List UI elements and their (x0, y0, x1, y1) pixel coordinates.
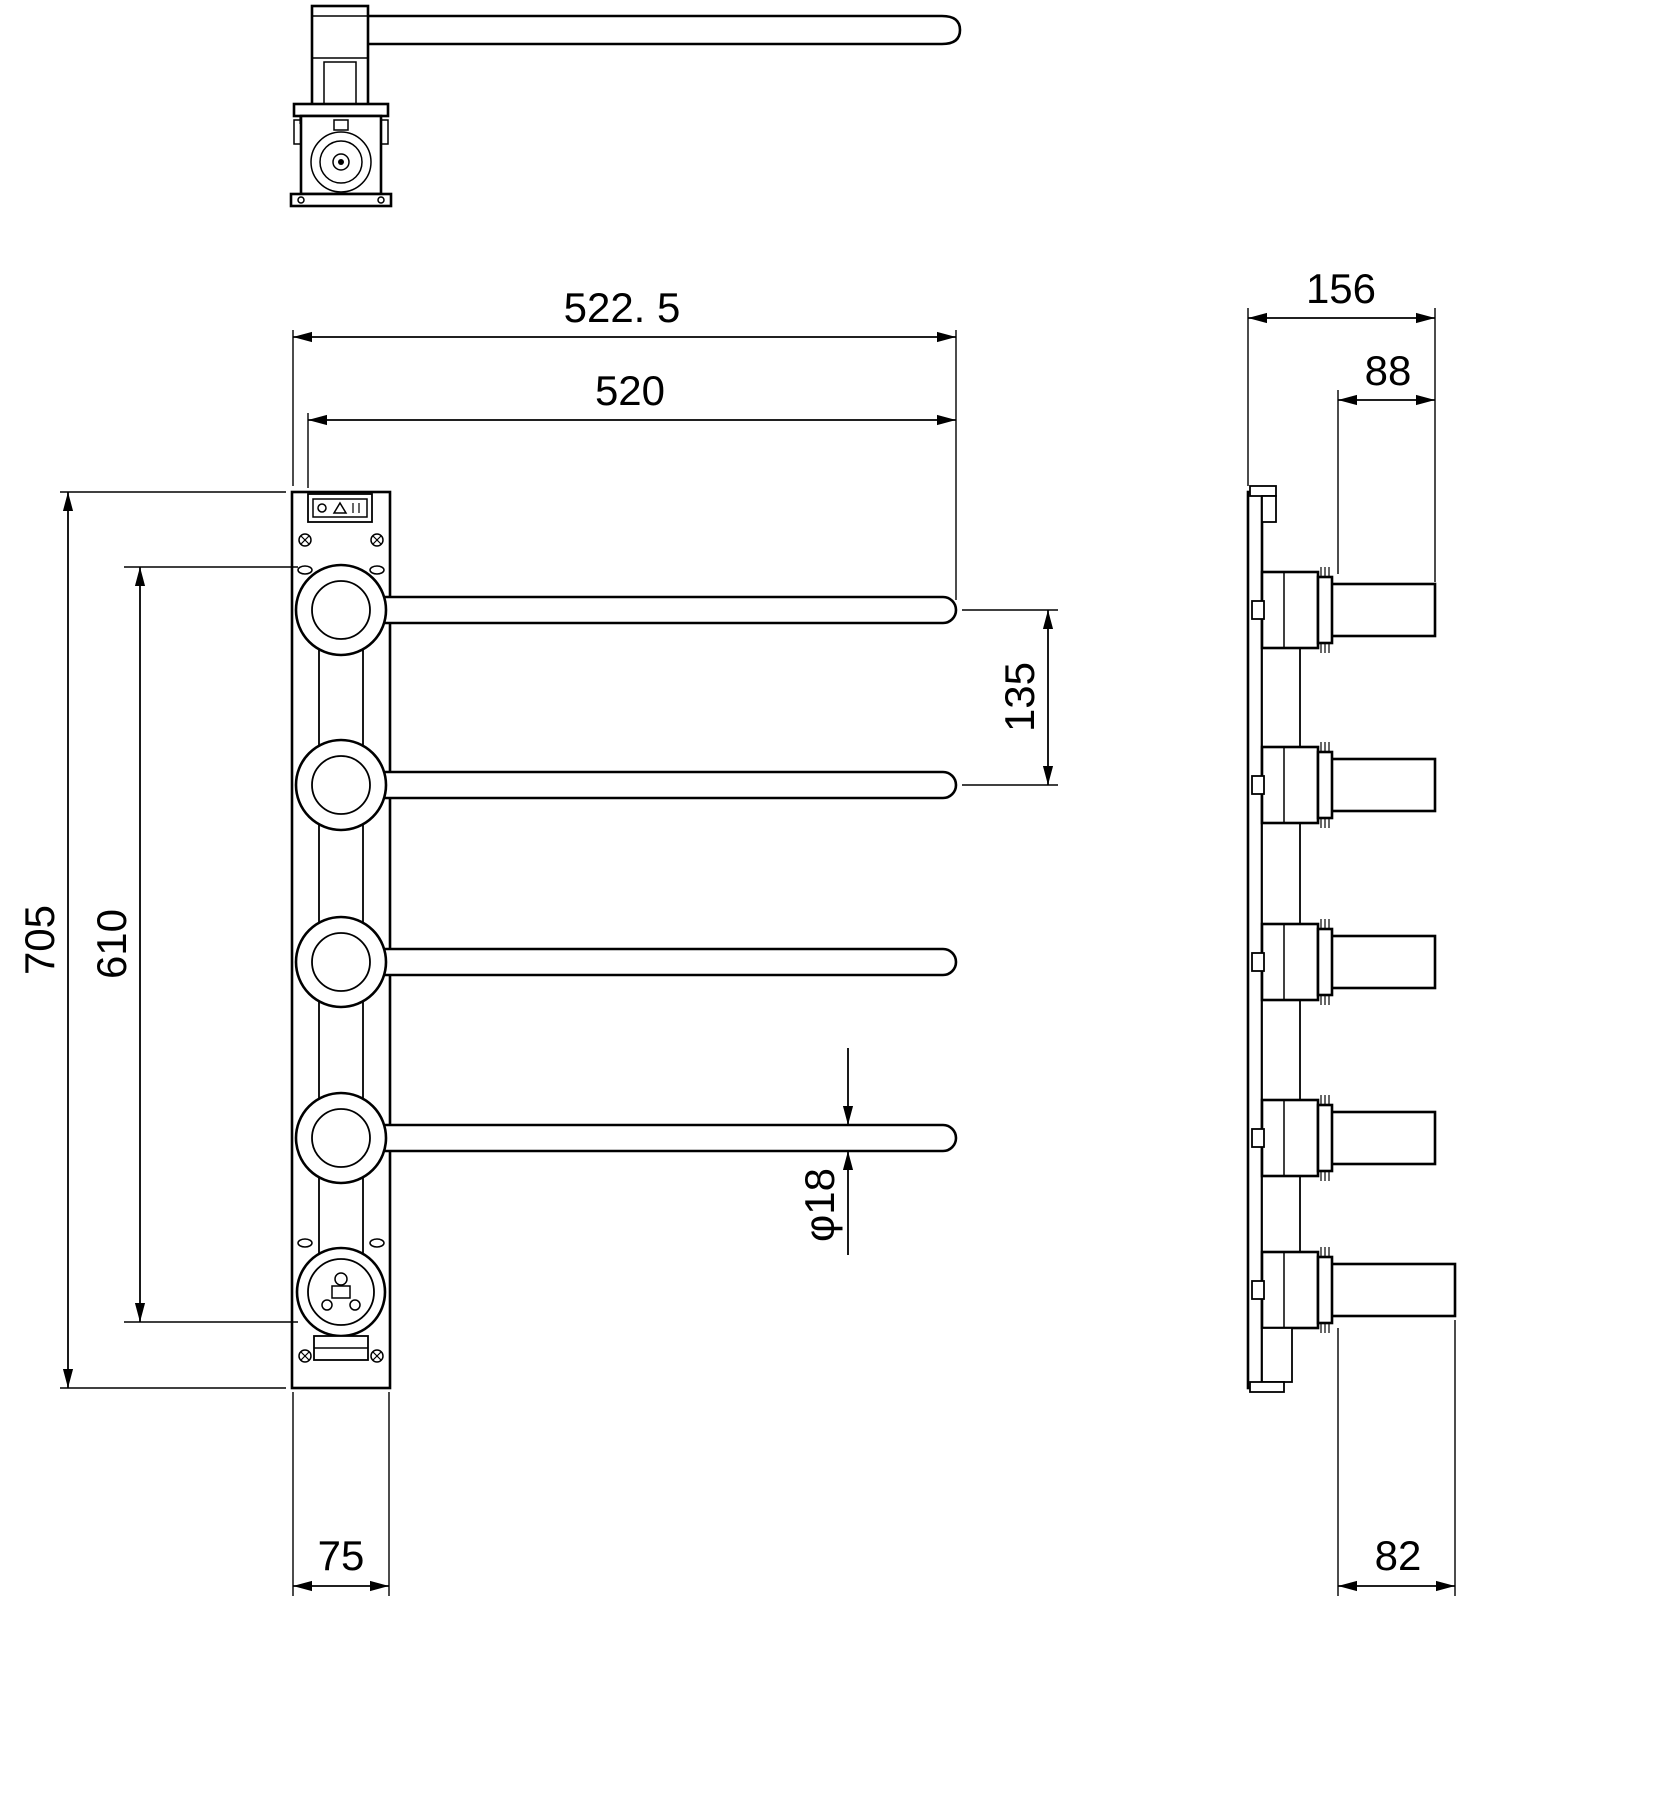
dim-arm-length: 520 (307, 367, 956, 488)
side-tube-2 (1261, 822, 1301, 925)
front-top-box-mark-circle (317, 503, 327, 513)
dim-overall-height: 705 (16, 491, 286, 1389)
dim-mounting-span-label: 610 (88, 909, 135, 979)
front-top-box-mark-triangle (332, 501, 348, 514)
front-view (290, 490, 958, 1390)
top-view-flange-bolt-left (297, 196, 305, 204)
dimension-annotations: 522. 5 520 705 610 135 (16, 265, 1456, 1596)
front-mounting-slots (297, 565, 385, 1248)
dim-arm-spacing: 135 (962, 609, 1058, 786)
dim-arm-projection-label: 88 (1365, 347, 1412, 394)
top-view-connector-center (338, 159, 344, 165)
top-view-bracket-top-flange (292, 102, 390, 118)
side-arm-mount-4 (1251, 1095, 1437, 1181)
top-view (289, 4, 962, 208)
side-tube-3 (1261, 999, 1301, 1101)
front-pivot-3 (294, 915, 388, 1009)
side-view (1246, 485, 1457, 1393)
dim-overall-height-label: 705 (16, 905, 63, 975)
dim-overall-width: 522. 5 (292, 284, 957, 600)
front-pivot-1 (294, 563, 388, 657)
top-view-flange-bolt-right (377, 196, 385, 204)
top-view-connector-outer (310, 131, 372, 193)
side-wall-plate (1246, 490, 1264, 1390)
dim-arm-length-label: 520 (595, 367, 665, 414)
side-outlet-mount (1251, 1247, 1457, 1333)
front-power-connector (295, 1246, 387, 1338)
dim-outlet-projection: 82 (1337, 1320, 1456, 1596)
top-view-arm (358, 14, 962, 46)
side-arm-mount-2 (1251, 742, 1437, 828)
top-view-post (310, 4, 370, 114)
side-arm-mount-1 (1251, 567, 1437, 653)
top-view-connector-mid (319, 140, 363, 184)
dim-arm-diameter: φ18 (796, 1048, 854, 1255)
side-bottom-foot (1249, 1381, 1285, 1393)
side-top-stub (1261, 495, 1277, 523)
side-arm-mount-3 (1251, 919, 1437, 1005)
dim-depth: 156 (1247, 265, 1436, 582)
dim-overall-width-label: 522. 5 (564, 284, 681, 331)
top-view-connector-inner (332, 153, 350, 171)
front-pivot-4 (294, 1091, 388, 1185)
side-bottom-stub (1261, 1327, 1293, 1383)
front-pivot-2 (294, 738, 388, 832)
front-arm-2 (358, 770, 958, 800)
top-view-bracket-ear-right (380, 119, 389, 145)
top-view-bracket-bottom-flange (289, 192, 393, 208)
side-top-bracket (1249, 485, 1277, 497)
dim-arm-spacing-label: 135 (996, 662, 1043, 732)
dim-arm-diameter-label: φ18 (796, 1168, 843, 1242)
dim-plate-width: 75 (292, 1392, 390, 1596)
dim-outlet-projection-label: 82 (1375, 1532, 1422, 1579)
side-tube-1 (1261, 647, 1301, 748)
dim-arm-projection: 88 (1337, 347, 1435, 574)
front-arm-4 (358, 1123, 958, 1153)
front-screws (298, 533, 384, 1363)
front-arm-3 (358, 947, 958, 977)
dim-depth-label: 156 (1306, 265, 1376, 312)
dim-plate-width-label: 75 (318, 1532, 365, 1579)
dim-mounting-span: 610 (88, 566, 298, 1323)
front-arm-1 (358, 595, 958, 625)
top-view-notch (333, 119, 349, 131)
front-top-box-inner (312, 498, 368, 518)
top-view-bracket-ear-left (293, 119, 302, 145)
side-tube-4 (1261, 1175, 1301, 1253)
